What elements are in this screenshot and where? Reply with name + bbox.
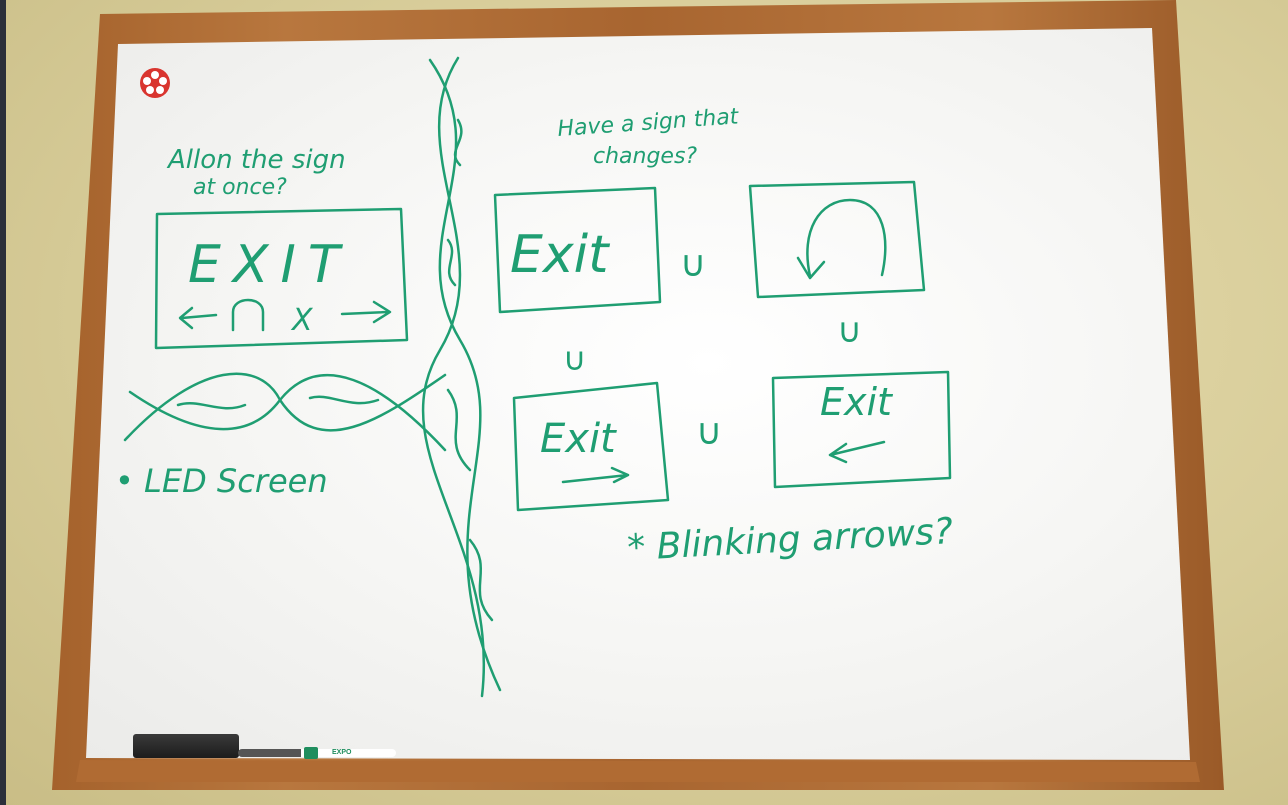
horizontal-twist-1 — [176, 402, 247, 410]
right-arrow-icon — [561, 466, 630, 484]
divider-twist-1 — [453, 118, 463, 167]
right-heading-line1: Have a sign that — [557, 104, 741, 142]
left-sign-exit-text: EXIT — [188, 235, 352, 295]
flower-sticker-icon — [140, 68, 170, 98]
left-sign-u-turn-icon — [231, 298, 265, 332]
left-heading-line1: Allon the sign — [166, 145, 346, 175]
right-heading-line2: changes? — [593, 144, 697, 169]
divider-twist-2 — [446, 238, 457, 287]
marker-brand-label: EXPO — [332, 749, 352, 756]
box4-exit-text: Exit — [820, 380, 894, 424]
union-symbol-1: ∪ — [680, 244, 706, 285]
box1-exit-text: Exit — [510, 225, 610, 285]
blinking-arrows-note: * Blinking arrows? — [626, 511, 954, 569]
changing-sign-box-4 — [771, 370, 952, 489]
left-sign-right-arrow-icon — [340, 300, 392, 324]
left-sign-left-arrow-icon — [178, 306, 218, 330]
changing-sign-box-2 — [748, 180, 926, 299]
u-turn-arrowhead — [796, 256, 826, 280]
horizontal-twist-2 — [308, 395, 380, 405]
u-turn-arrow-icon — [806, 198, 887, 278]
left-heading-line2: at once? — [193, 175, 287, 200]
divider-twist-3 — [446, 388, 472, 472]
changing-sign-box-1 — [493, 186, 662, 314]
union-symbol-4: ∪ — [696, 412, 722, 453]
left-sign-x-symbol: X — [290, 303, 314, 338]
union-symbol-3: ∪ — [563, 340, 586, 378]
all-at-once-sign-box — [154, 207, 409, 350]
changing-sign-box-3 — [512, 381, 670, 512]
divider-strand-2 — [421, 56, 485, 698]
whiteboard-eraser[interactable] — [133, 734, 239, 758]
horizontal-strand-1 — [123, 372, 447, 442]
left-arrow-icon — [828, 440, 886, 464]
horizontal-strand-2 — [128, 374, 447, 452]
marker-cap — [304, 747, 318, 759]
box3-exit-text: Exit — [540, 416, 617, 462]
led-screen-note: • LED Screen — [115, 462, 328, 500]
union-symbol-2: ∪ — [837, 311, 862, 351]
left-edge — [0, 0, 6, 805]
divider-twist-4 — [468, 538, 494, 622]
